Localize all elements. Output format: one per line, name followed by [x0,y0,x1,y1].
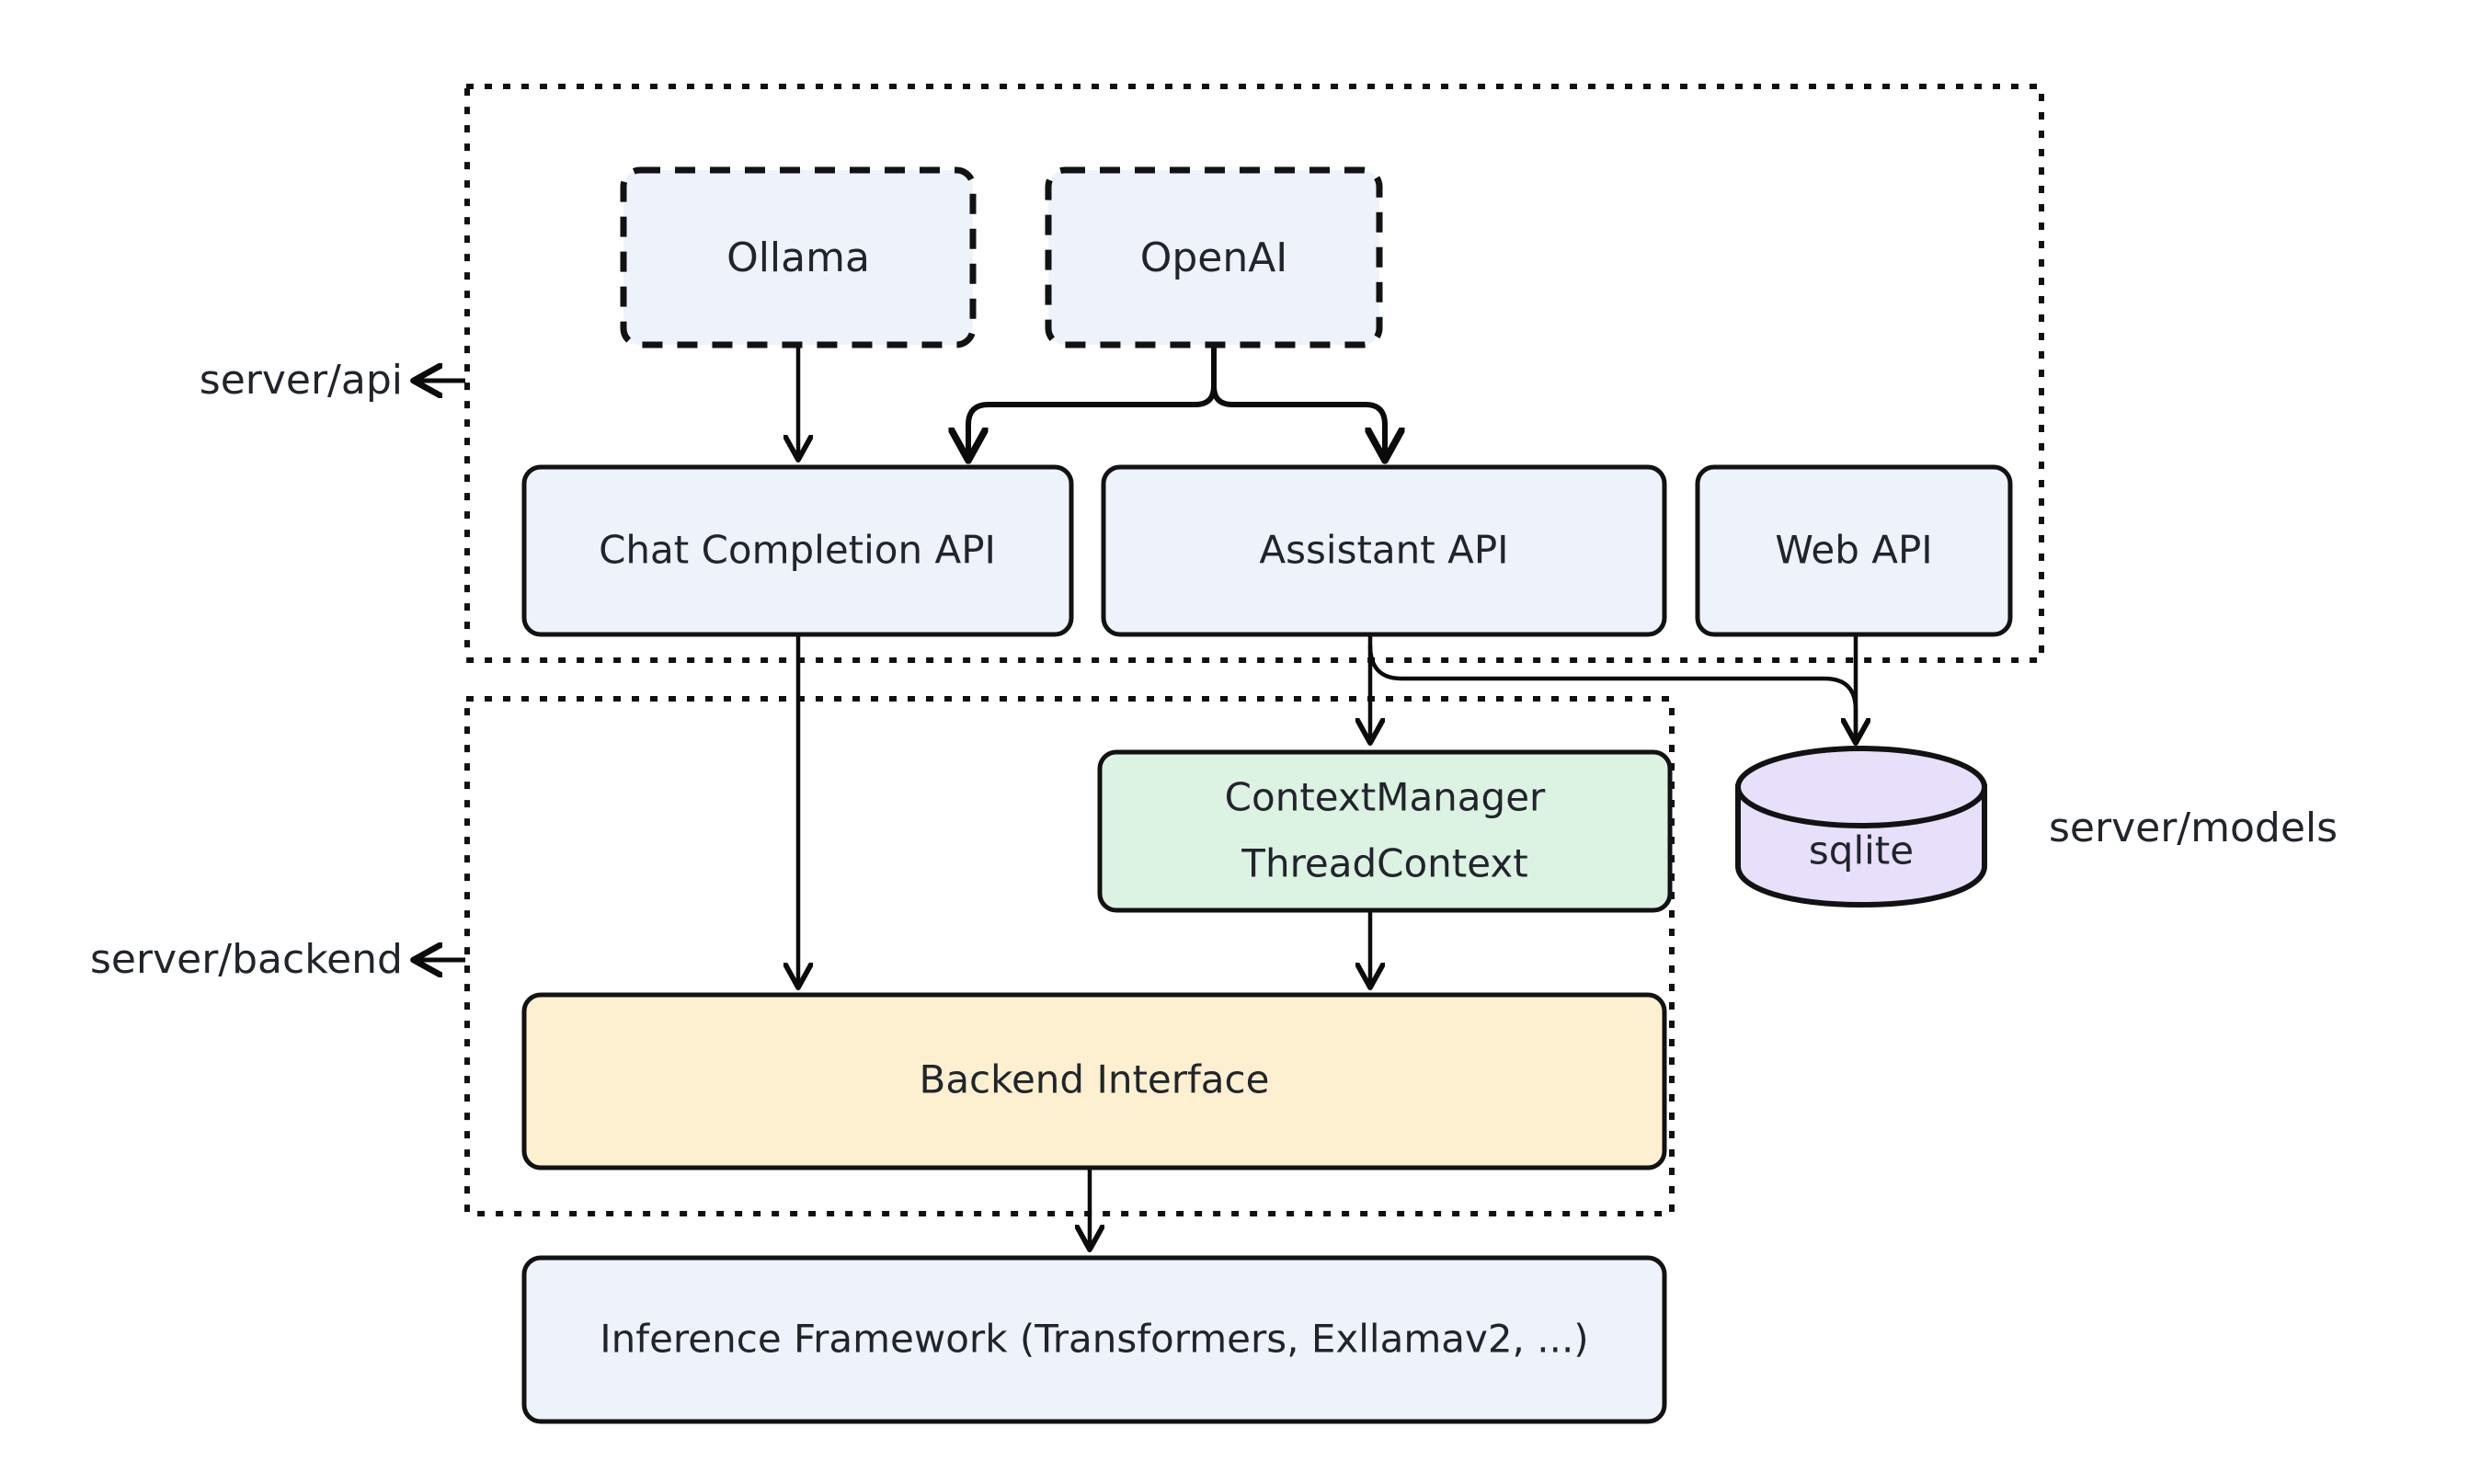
node-ollama-label: Ollama [726,234,870,281]
node-backend-interface-label: Backend Interface [920,1057,1270,1102]
node-web-api[interactable]: Web API [1695,464,2013,637]
node-chat-completion-api[interactable]: Chat Completion API [521,464,1074,637]
node-assistant-api[interactable]: Assistant API [1101,464,1667,637]
node-web-api-label: Web API [1775,528,1932,573]
group-container-server-api [464,84,2044,663]
node-sqlite[interactable]: sqlite [1735,746,1987,908]
node-openai[interactable]: OpenAI [1045,166,1383,348]
node-inference-framework[interactable]: Inference Framework (Transformers, Exlla… [521,1255,1667,1424]
node-context-manager[interactable]: ContextManager ThreadContext [1097,749,1673,913]
group-container-server-backend [464,696,1675,1216]
node-assistant-api-label: Assistant API [1259,528,1508,573]
group-label-server-api: server/api [200,357,403,404]
node-ollama[interactable]: Ollama [620,166,977,348]
node-context-manager-label-line1: ContextManager [1225,775,1546,820]
node-sqlite-label: sqlite [1809,828,1914,873]
group-label-server-models: server/models [2049,805,2338,851]
node-chat-completion-api-label: Chat Completion API [599,528,996,573]
group-label-server-backend: server/backend [90,936,403,983]
edge-openai-fork [968,344,1217,458]
node-inference-framework-label: Inference Framework (Transformers, Exlla… [600,1317,1588,1362]
edge-openai-to-assistant-api [1211,344,1385,458]
node-backend-interface[interactable]: Backend Interface [521,992,1667,1170]
node-context-manager-label-line2: ThreadContext [1241,841,1527,886]
node-openai-label: OpenAI [1140,234,1288,281]
